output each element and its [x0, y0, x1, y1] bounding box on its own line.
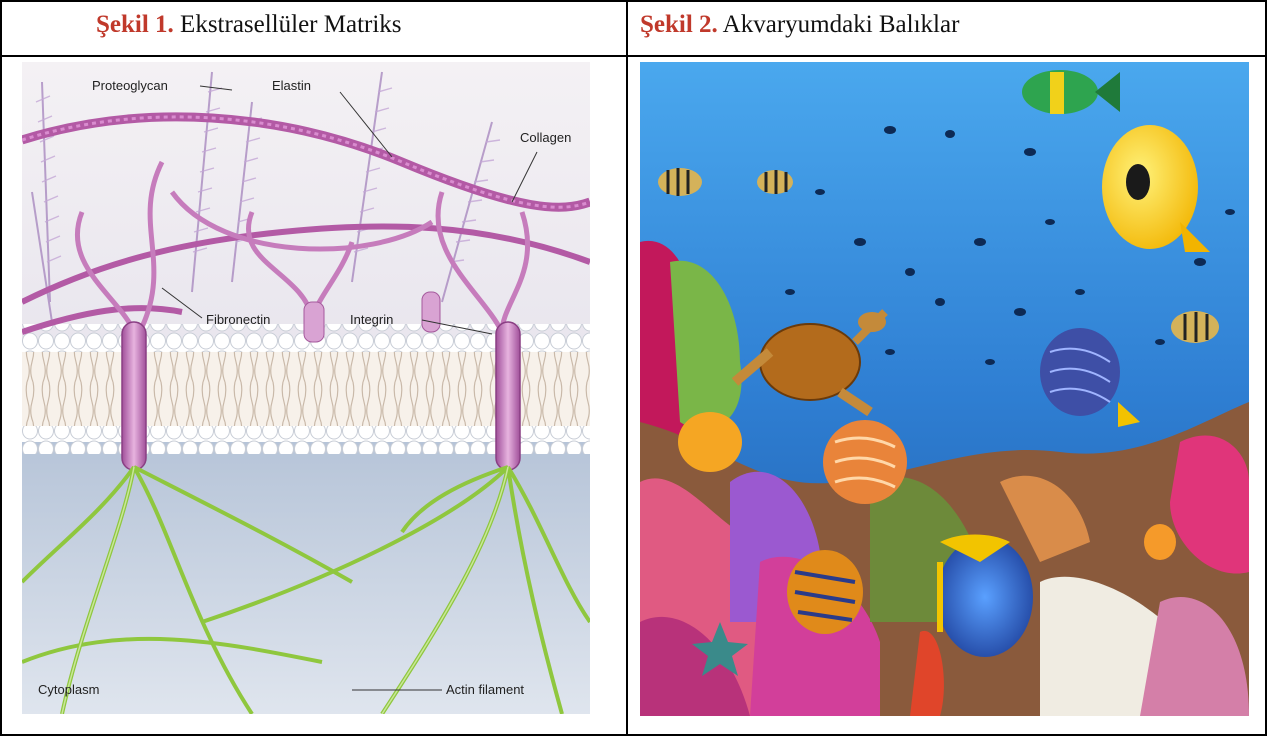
figure2-label: Şekil 2. [640, 11, 718, 38]
figure1-label: Şekil 1. [96, 11, 174, 38]
figure1-caption: Şekil 1. Ekstrasellüler Matriks [96, 8, 402, 42]
extracellular-matrix-illustration: Proteoglycan Elastin Collagen Fibronecti… [22, 62, 590, 714]
figure2-title: Akvaryumdaki Balıklar [723, 11, 960, 38]
label-proteoglycan: Proteoglycan [92, 78, 168, 93]
figure2-caption: Şekil 2. Akvaryumdaki Balıklar [640, 8, 959, 42]
table-border-left [0, 0, 2, 736]
label-integrin: Integrin [350, 312, 393, 327]
table-divider-vertical [626, 0, 628, 736]
table-border-top [0, 0, 1267, 2]
label-actin-filament: Actin filament [446, 682, 524, 697]
table-divider-horizontal [0, 55, 1267, 57]
label-fibronectin: Fibronectin [206, 312, 270, 327]
aquarium-fish-photo [640, 62, 1249, 716]
label-collagen: Collagen [520, 130, 571, 145]
regal-angelfish [787, 550, 863, 634]
label-cytoplasm: Cytoplasm [38, 682, 99, 697]
label-elastin: Elastin [272, 78, 311, 93]
figure1-title: Ekstrasellüler Matriks [180, 11, 401, 38]
